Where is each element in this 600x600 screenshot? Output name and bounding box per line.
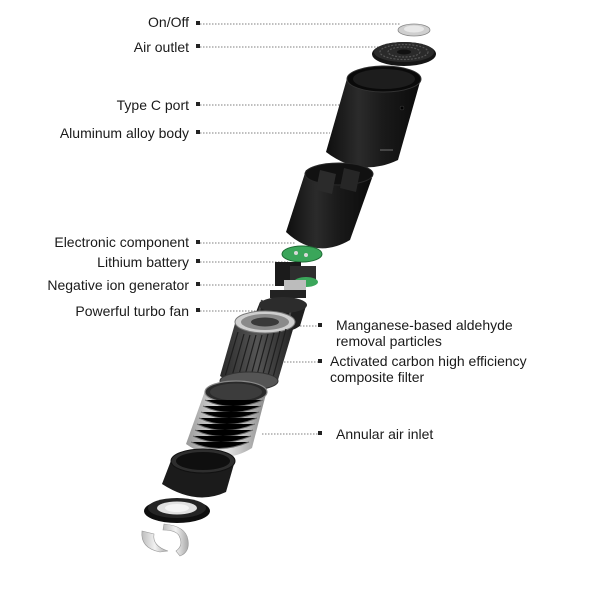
on-off-button-part [397,23,431,37]
silver-clip-part [141,523,189,557]
leader-lines-left [200,23,400,312]
label-carbon-filter: Activated carbon high efficiency composi… [330,353,527,385]
bottom-cap-part [144,498,210,523]
label-type-c-port: Type C port [116,97,189,113]
label-air-outlet: Air outlet [133,39,189,55]
label-lithium-battery: Lithium battery [97,254,189,270]
aluminum-body-part [326,65,422,168]
air-outlet-grille-part [372,42,436,66]
label-negative-ion-generator: Negative ion generator [47,277,189,293]
electronics-assembly-part [270,245,323,298]
leader-dots-left [196,21,200,312]
label-manganese-particles: Manganese-based aldehyde removal particl… [336,317,513,349]
leader-dots-right [318,323,322,435]
label-annular-air-inlet: Annular air inlet [336,426,434,442]
label-turbo-fan: Powerful turbo fan [75,303,189,319]
annular-air-inlet-part [186,380,268,458]
inner-chassis-part [286,162,374,249]
filter-cartridge-part [219,310,296,391]
label-aluminum-body: Aluminum alloy body [59,125,189,141]
label-on-off: On/Off [148,14,189,30]
base-ring-part [162,448,236,498]
label-electronic-component: Electronic component [54,234,189,250]
